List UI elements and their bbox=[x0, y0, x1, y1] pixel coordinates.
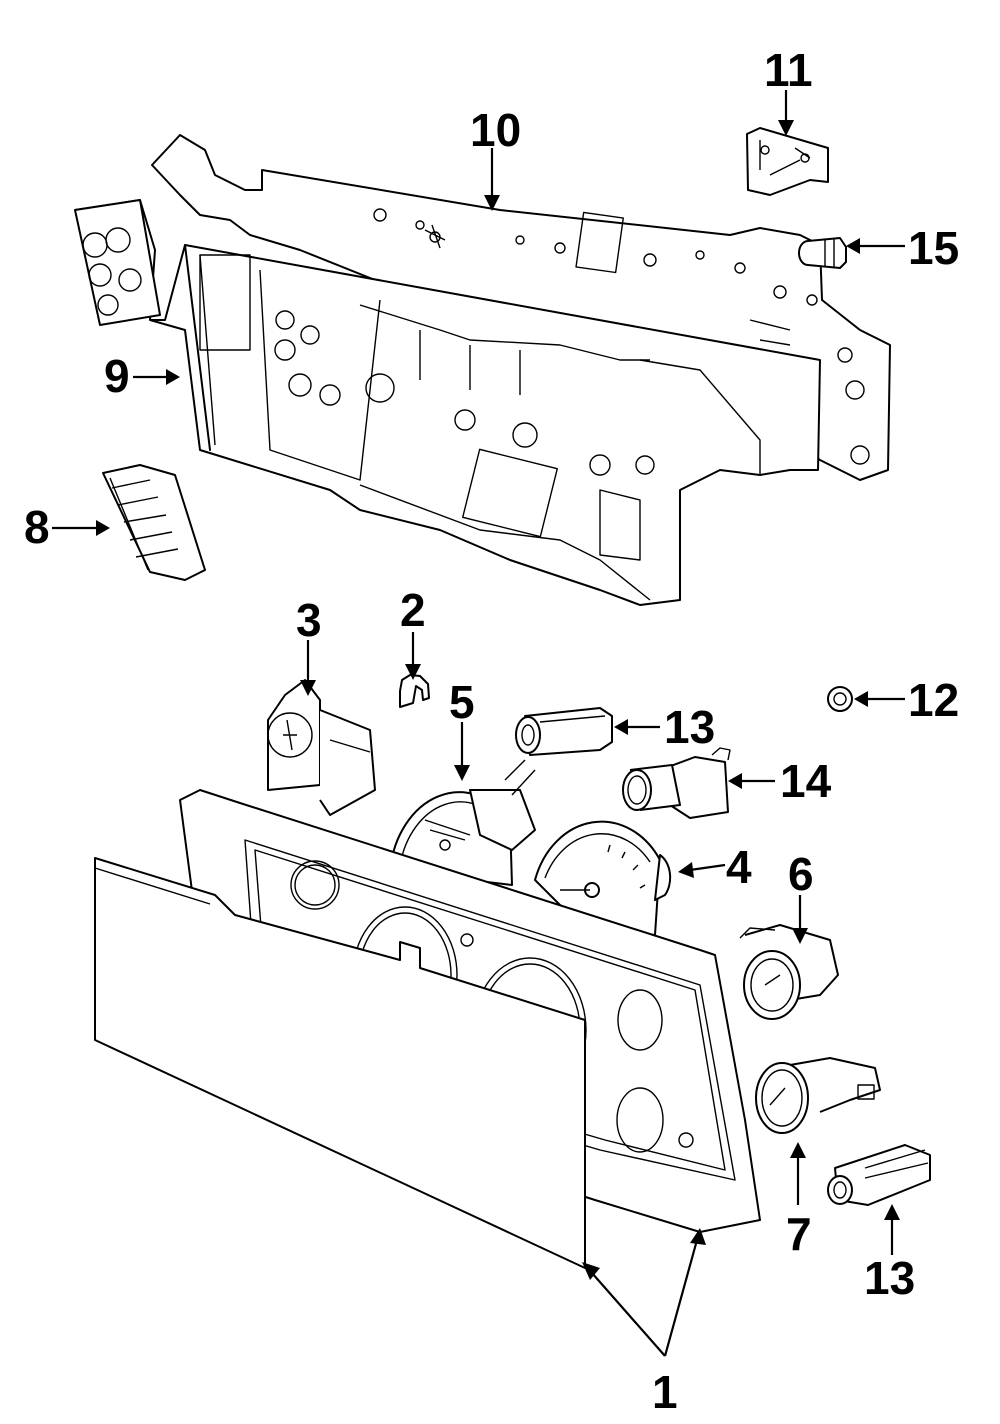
part-7-gauge bbox=[755, 1057, 881, 1134]
part-15-bulb bbox=[798, 237, 847, 269]
callout-9: 9 bbox=[104, 350, 130, 402]
callout-15: 15 bbox=[908, 222, 959, 274]
callout-8: 8 bbox=[24, 501, 50, 553]
part-1-cluster-bezel bbox=[94, 789, 761, 1269]
callout-4: 4 bbox=[726, 841, 752, 893]
part-11-circuit-bracket bbox=[746, 127, 829, 196]
callout-6: 6 bbox=[788, 848, 814, 900]
callout-2: 2 bbox=[400, 584, 426, 636]
leader-lines bbox=[52, 90, 905, 1357]
callout-14: 14 bbox=[780, 755, 832, 807]
part-8-vent-grille bbox=[102, 464, 206, 581]
callout-5: 5 bbox=[449, 676, 475, 728]
part-13-bulb-holder-upper bbox=[515, 707, 613, 756]
callout-3: 3 bbox=[296, 594, 322, 646]
callout-1: 1 bbox=[652, 1366, 678, 1418]
part-14-socket-assembly bbox=[622, 747, 731, 819]
callout-10: 10 bbox=[470, 104, 521, 156]
part-3-gauge bbox=[267, 679, 376, 816]
callout-7: 7 bbox=[786, 1208, 812, 1260]
part-12-bulb-socket bbox=[827, 686, 853, 712]
callout-13-lower: 13 bbox=[864, 1252, 915, 1304]
part-2-clip bbox=[399, 674, 430, 708]
callout-11: 11 bbox=[764, 44, 813, 96]
callout-labels: 11 10 15 9 8 3 2 5 13 12 14 4 6 7 13 1 bbox=[24, 44, 959, 1418]
callout-12: 12 bbox=[908, 674, 959, 726]
part-9-housing bbox=[74, 199, 821, 606]
part-13-bulb-holder-lower bbox=[827, 1144, 931, 1206]
callout-13-upper: 13 bbox=[664, 701, 715, 753]
part-6-gauge bbox=[739, 924, 839, 1020]
